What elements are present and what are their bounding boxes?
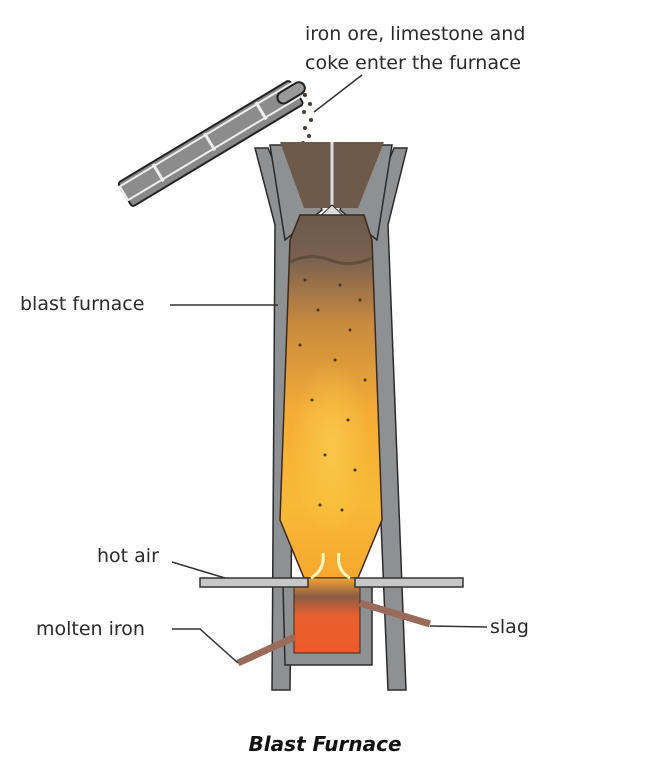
label-input-line1: iron ore, limestone and <box>305 23 526 45</box>
molten-iron-tap <box>236 633 297 667</box>
hot-air-arrows <box>310 552 351 580</box>
slag-tap <box>358 599 432 628</box>
molten-iron-pool <box>293 577 361 654</box>
charge-particles <box>298 278 367 512</box>
label-slag: slag <box>490 616 529 638</box>
leader-lines <box>170 74 488 664</box>
label-input-line2: coke enter the furnace <box>305 52 522 74</box>
label-blast-furnace: blast furnace <box>20 293 145 315</box>
label-molten-iron: molten iron <box>36 618 145 640</box>
conveyor-belt <box>117 80 306 207</box>
diagram-caption: Blast Furnace <box>248 732 402 756</box>
hot-air-pipes <box>199 577 464 588</box>
label-hot-air: hot air <box>97 545 159 567</box>
